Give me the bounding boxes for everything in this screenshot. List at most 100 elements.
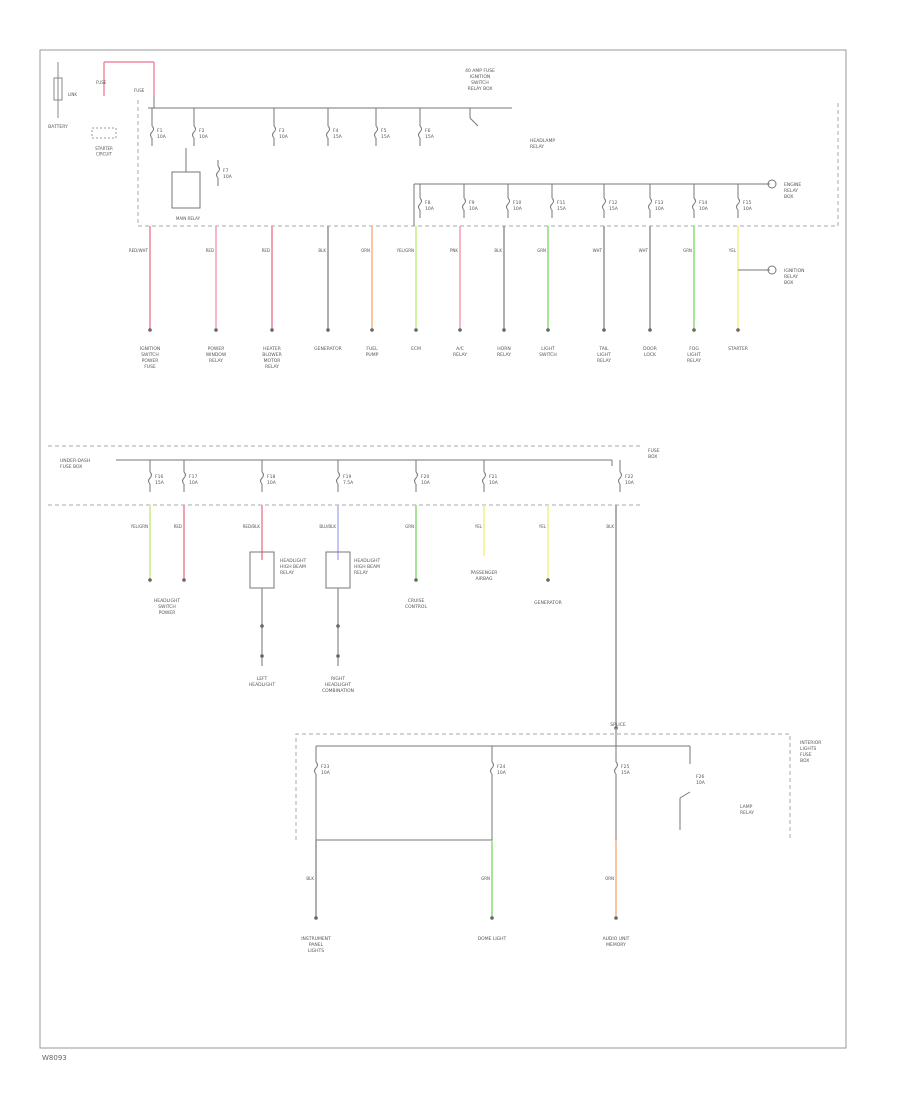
bottom-fuse-3 (614, 761, 618, 775)
second-fuse-8 (736, 197, 740, 211)
wire-terminal (502, 328, 506, 332)
second-fuse-1 (418, 197, 422, 211)
wire-terminal (214, 328, 218, 332)
wire-destination-label: GENERATOR (534, 600, 562, 606)
wire-terminal (182, 578, 186, 582)
middle-fuse-2 (182, 471, 186, 485)
starter-relay-icon (767, 265, 777, 275)
top-fuse-6 (418, 125, 422, 139)
wire-color-label: BLK (606, 524, 614, 529)
splice-node (336, 654, 340, 658)
second-fuse-6 (648, 197, 652, 211)
second-fuse-7 (692, 197, 696, 211)
middle-fuse-5 (414, 471, 418, 485)
diagram-border (39, 49, 847, 1049)
bottom-fuse-2 (490, 761, 494, 775)
top-fuse-5 (374, 125, 378, 139)
wire-terminal (148, 578, 152, 582)
wire-color-label: RED (174, 524, 182, 529)
top-fuse-4 (326, 125, 330, 139)
battery-label: BATTERY (48, 124, 68, 130)
wire-color-label: RED (206, 248, 214, 253)
wire-terminal (414, 578, 418, 582)
splice-node (260, 624, 264, 628)
main-relay-label: MAIN RELAY (176, 216, 201, 221)
middle-fuse-1 (148, 471, 152, 485)
middle-fuse-4 (336, 471, 340, 485)
second-fuse-4 (550, 197, 554, 211)
battery-cable-label: FUSE (134, 88, 145, 93)
middle-fuse-3 (260, 471, 264, 485)
wire-color-label: GRN (481, 876, 490, 881)
wire-destination-label: DOME LIGHT (478, 936, 507, 942)
figure-id: W8093 (42, 1054, 67, 1062)
fusible-link-label: LINK (68, 92, 77, 97)
wire-terminal (546, 328, 550, 332)
top-fuse-1 (150, 125, 154, 139)
wire-terminal (614, 916, 618, 920)
wire-destination-label: GENERATOR (314, 346, 342, 352)
second-fuse-2 (462, 197, 466, 211)
bottom-fuse-1 (314, 761, 318, 775)
wire-terminal (546, 578, 550, 582)
underhood-fuse-box-outline (137, 100, 839, 227)
wire-color-label: YEL/GRN (130, 524, 148, 529)
second-fuse-3 (506, 197, 510, 211)
relay-box (171, 171, 201, 209)
wire-color-label: RED/WHT (129, 248, 149, 253)
top-fuse-3 (272, 125, 276, 139)
wire-terminal (648, 328, 652, 332)
battery-icon (53, 77, 63, 101)
wire-color-label: GRN (405, 524, 414, 529)
second-fuse-5 (602, 197, 606, 211)
wire-color-label: RED/BLK (243, 524, 261, 529)
wire-terminal (148, 328, 152, 332)
wire-color-label: GRN (683, 248, 692, 253)
wire-terminal (458, 328, 462, 332)
wire-color-label: BLK (494, 248, 502, 253)
relay-contact (469, 117, 479, 127)
wire-color-label: YEL (538, 524, 547, 529)
relay-coil-icon (767, 179, 777, 189)
battery-cable-label: FUSE (96, 80, 107, 85)
wire-color-label: BLK (306, 876, 314, 881)
wire-terminal (692, 328, 696, 332)
wire-color-label: ORN (361, 248, 370, 253)
splice-node (336, 624, 340, 628)
starter-fuse-block (91, 127, 117, 139)
wire-color-label: YEL (474, 524, 483, 529)
middle-fuse-6 (482, 471, 486, 485)
